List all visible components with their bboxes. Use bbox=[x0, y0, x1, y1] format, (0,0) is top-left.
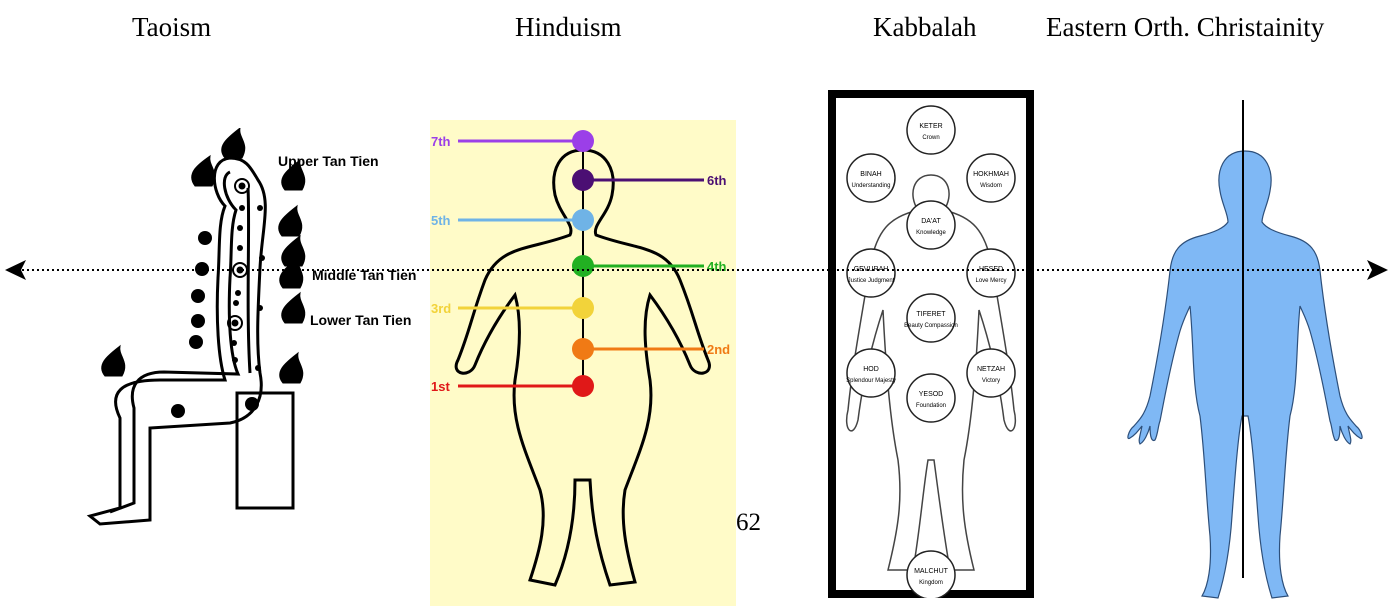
sefirah-binah: BINAH Understanding bbox=[847, 154, 895, 202]
chakra-dot-3rd bbox=[572, 297, 594, 319]
sefirah-hesed: HESED Love Mercy bbox=[967, 249, 1015, 297]
sefirah-hod: HOD Splendour Majesty bbox=[846, 349, 896, 397]
chakra-label-1st: 1st bbox=[431, 379, 450, 394]
sefirah-meaning: Victory bbox=[982, 378, 1000, 384]
sefirah-name: YESOD bbox=[919, 391, 944, 398]
sefirah-name: GEVURAH bbox=[854, 266, 889, 273]
arrow-left-icon bbox=[5, 260, 26, 280]
chakra-label-7th: 7th bbox=[431, 134, 451, 149]
heading-eastern-orthodox: Eastern Orth. Christainity bbox=[1046, 12, 1324, 43]
taoism-figure: Upper Tan Tien Middle Tan Tien Lower Tan… bbox=[80, 128, 430, 528]
sefirah-meaning: Splendour Majesty bbox=[846, 378, 896, 384]
chakra-dot-2nd bbox=[572, 338, 594, 360]
chakra-dot-5th bbox=[572, 209, 594, 231]
sefirah-netzah: NETZAH Victory bbox=[967, 349, 1015, 397]
heading-taoism: Taoism bbox=[132, 12, 211, 43]
chakra-label-2nd: 2nd bbox=[707, 342, 730, 357]
sefirah-malchut: MALCHUT Kingdom bbox=[907, 551, 955, 598]
orthodox-figure bbox=[1120, 86, 1370, 606]
sefirah-meaning: Knowledge bbox=[916, 230, 946, 236]
arrow-right-icon bbox=[1367, 260, 1388, 280]
chakra-dot-1st bbox=[572, 375, 594, 397]
sefirah-name: TIFERET bbox=[916, 311, 946, 318]
sefirah-daat: DA'AT Knowledge bbox=[907, 201, 955, 249]
sefirah-meaning: Wisdom bbox=[980, 183, 1002, 189]
label-middle-tan-tien: Middle Tan Tien bbox=[312, 267, 417, 283]
chakra-label-4th: 4th bbox=[707, 259, 727, 274]
sefirah-name: HESED bbox=[979, 266, 1003, 273]
chakra-overlay: 7th 6th 5th 4th 3rd 2nd 1st bbox=[430, 120, 736, 606]
chakra-dot-6th bbox=[572, 169, 594, 191]
label-lower-tan-tien: Lower Tan Tien bbox=[310, 312, 411, 328]
sefirah-keter: KETER Crown bbox=[907, 106, 955, 154]
sefirah-meaning: Beauty Compassion bbox=[904, 323, 958, 329]
label-upper-tan-tien: Upper Tan Tien bbox=[278, 153, 379, 169]
sefirah-meaning: Understanding bbox=[851, 183, 890, 189]
sefirah-meaning: Crown bbox=[922, 135, 939, 141]
sefirah-meaning: Foundation bbox=[916, 403, 946, 409]
sefirah-name: DA'AT bbox=[921, 218, 941, 225]
sefirah-hokhmah: HOKHMAH Wisdom bbox=[967, 154, 1015, 202]
heading-hinduism: Hinduism bbox=[515, 12, 622, 43]
sefirah-meaning: Kingdom bbox=[919, 580, 943, 586]
chakra-label-5th: 5th bbox=[431, 213, 451, 228]
sefirah-name: NETZAH bbox=[977, 366, 1005, 373]
sefirah-name: BINAH bbox=[860, 171, 881, 178]
sefirah-name: MALCHUT bbox=[914, 568, 949, 575]
chakra-label-6th: 6th bbox=[707, 173, 727, 188]
chakra-dot-4th bbox=[572, 255, 594, 277]
sefirah-meaning: Love Mercy bbox=[975, 278, 1006, 284]
chakra-label-3rd: 3rd bbox=[431, 301, 451, 316]
chakra-dot-7th bbox=[572, 130, 594, 152]
sefirah-name: HOD bbox=[863, 366, 879, 373]
sefirah-meaning: Justice Judgment bbox=[848, 278, 895, 284]
sefirah-yesod: YESOD Foundation bbox=[907, 374, 955, 422]
heading-kabbalah: Kabbalah bbox=[873, 12, 976, 43]
sefirah-name: KETER bbox=[919, 123, 942, 130]
orthodox-body-silhouette bbox=[1128, 151, 1362, 598]
sefirah-name: HOKHMAH bbox=[973, 171, 1009, 178]
page-number: 62 bbox=[736, 509, 761, 537]
sefirah-gevurah: GEVURAH Justice Judgment bbox=[847, 249, 895, 297]
